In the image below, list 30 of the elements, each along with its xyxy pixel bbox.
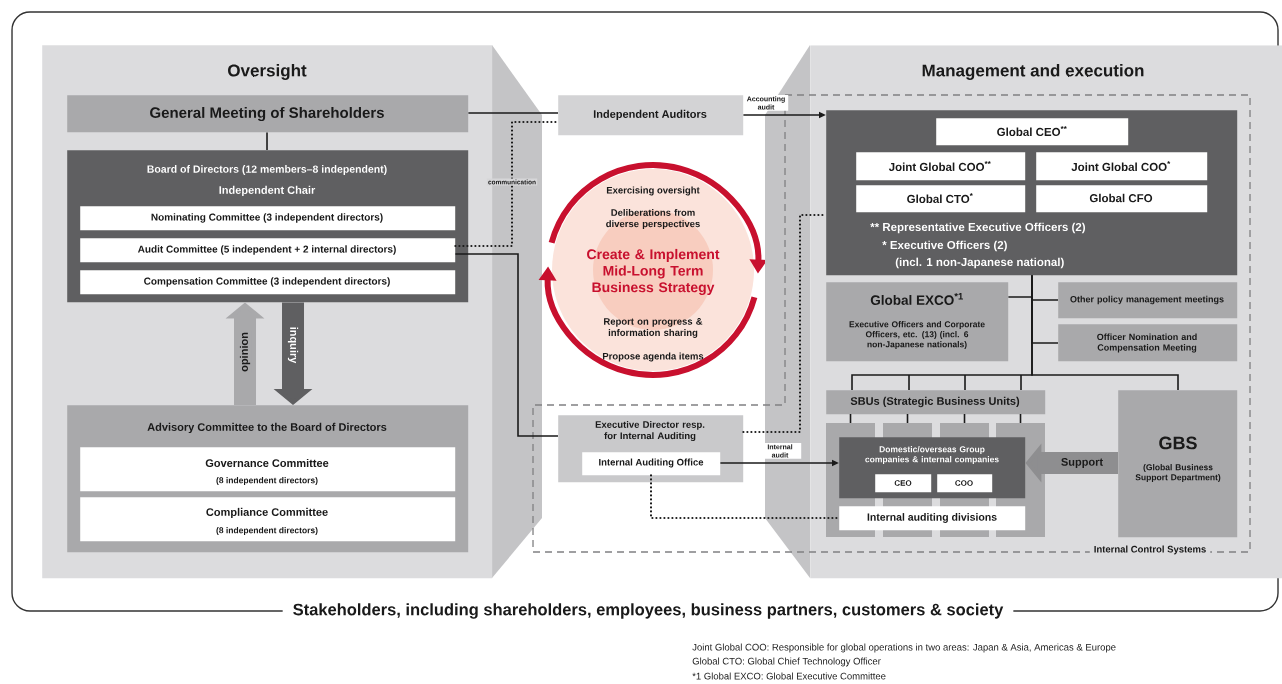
caption: Stakeholders, including shareholders, employees, business partners, customers & society	[282, 601, 1014, 621]
officer-box: Joint Global COO$^{**}$	[856, 152, 1026, 181]
committee-box: Governance Committee (8 independent directors)	[80, 447, 456, 492]
connector-line	[266, 131, 268, 151]
meeting-box: General Meeting of Shareholders	[67, 95, 469, 133]
officer-box: Global CEO$^{**}$	[936, 118, 1129, 146]
exco-box: Global EXCO$^{*1}$ Executive Officers and Corporate Officers, etc. (13) (incl. 6 non-Japanese nationals)	[826, 282, 1009, 362]
officer-box: COO	[937, 474, 993, 493]
gbs-box: GBS (Global Business Support Department)	[1118, 390, 1238, 538]
footnote: Global CTO: Global Chief Technology Officer	[692, 657, 881, 667]
office-box: Internal Auditing Office	[582, 452, 721, 476]
connector-line	[467, 112, 559, 114]
committee-box: Compensation Committee (3 independent directors)	[80, 270, 456, 295]
officer-box: Global CFO	[1036, 185, 1208, 213]
officer-box: CEO	[875, 474, 932, 493]
committee-box: Compliance Committee (8 independent directors)	[80, 497, 456, 542]
officer-box: Global CTO$^{*}$	[856, 185, 1026, 213]
boundary-label: Internal Control Systems	[1089, 544, 1211, 556]
meeting-box: Other policy management meetings	[1058, 282, 1238, 319]
officer-box: Joint Global COO$^{*}$	[1036, 152, 1208, 181]
connector-line	[1031, 274, 1179, 391]
sbu-bar: SBUs (Strategic Business Units)	[826, 390, 1046, 415]
division-box: Internal auditing divisions	[839, 506, 1026, 531]
committee-box: Nominating Committee (3 independent directors)	[80, 206, 456, 231]
meeting-box: Officer Nomination and Compensation Meeting	[1058, 324, 1238, 362]
footnote: Joint Global COO: Responsible for global operations in two areas: Japan & Asia, Americas & Europe	[692, 643, 1116, 653]
connector-line	[454, 253, 559, 437]
footnote: *1 Global EXCO: Global Executive Committee	[692, 672, 886, 680]
auditor-box: Independent Auditors	[558, 95, 744, 136]
committee-box: Audit Committee (5 independent + 2 internal directors)	[80, 238, 456, 263]
